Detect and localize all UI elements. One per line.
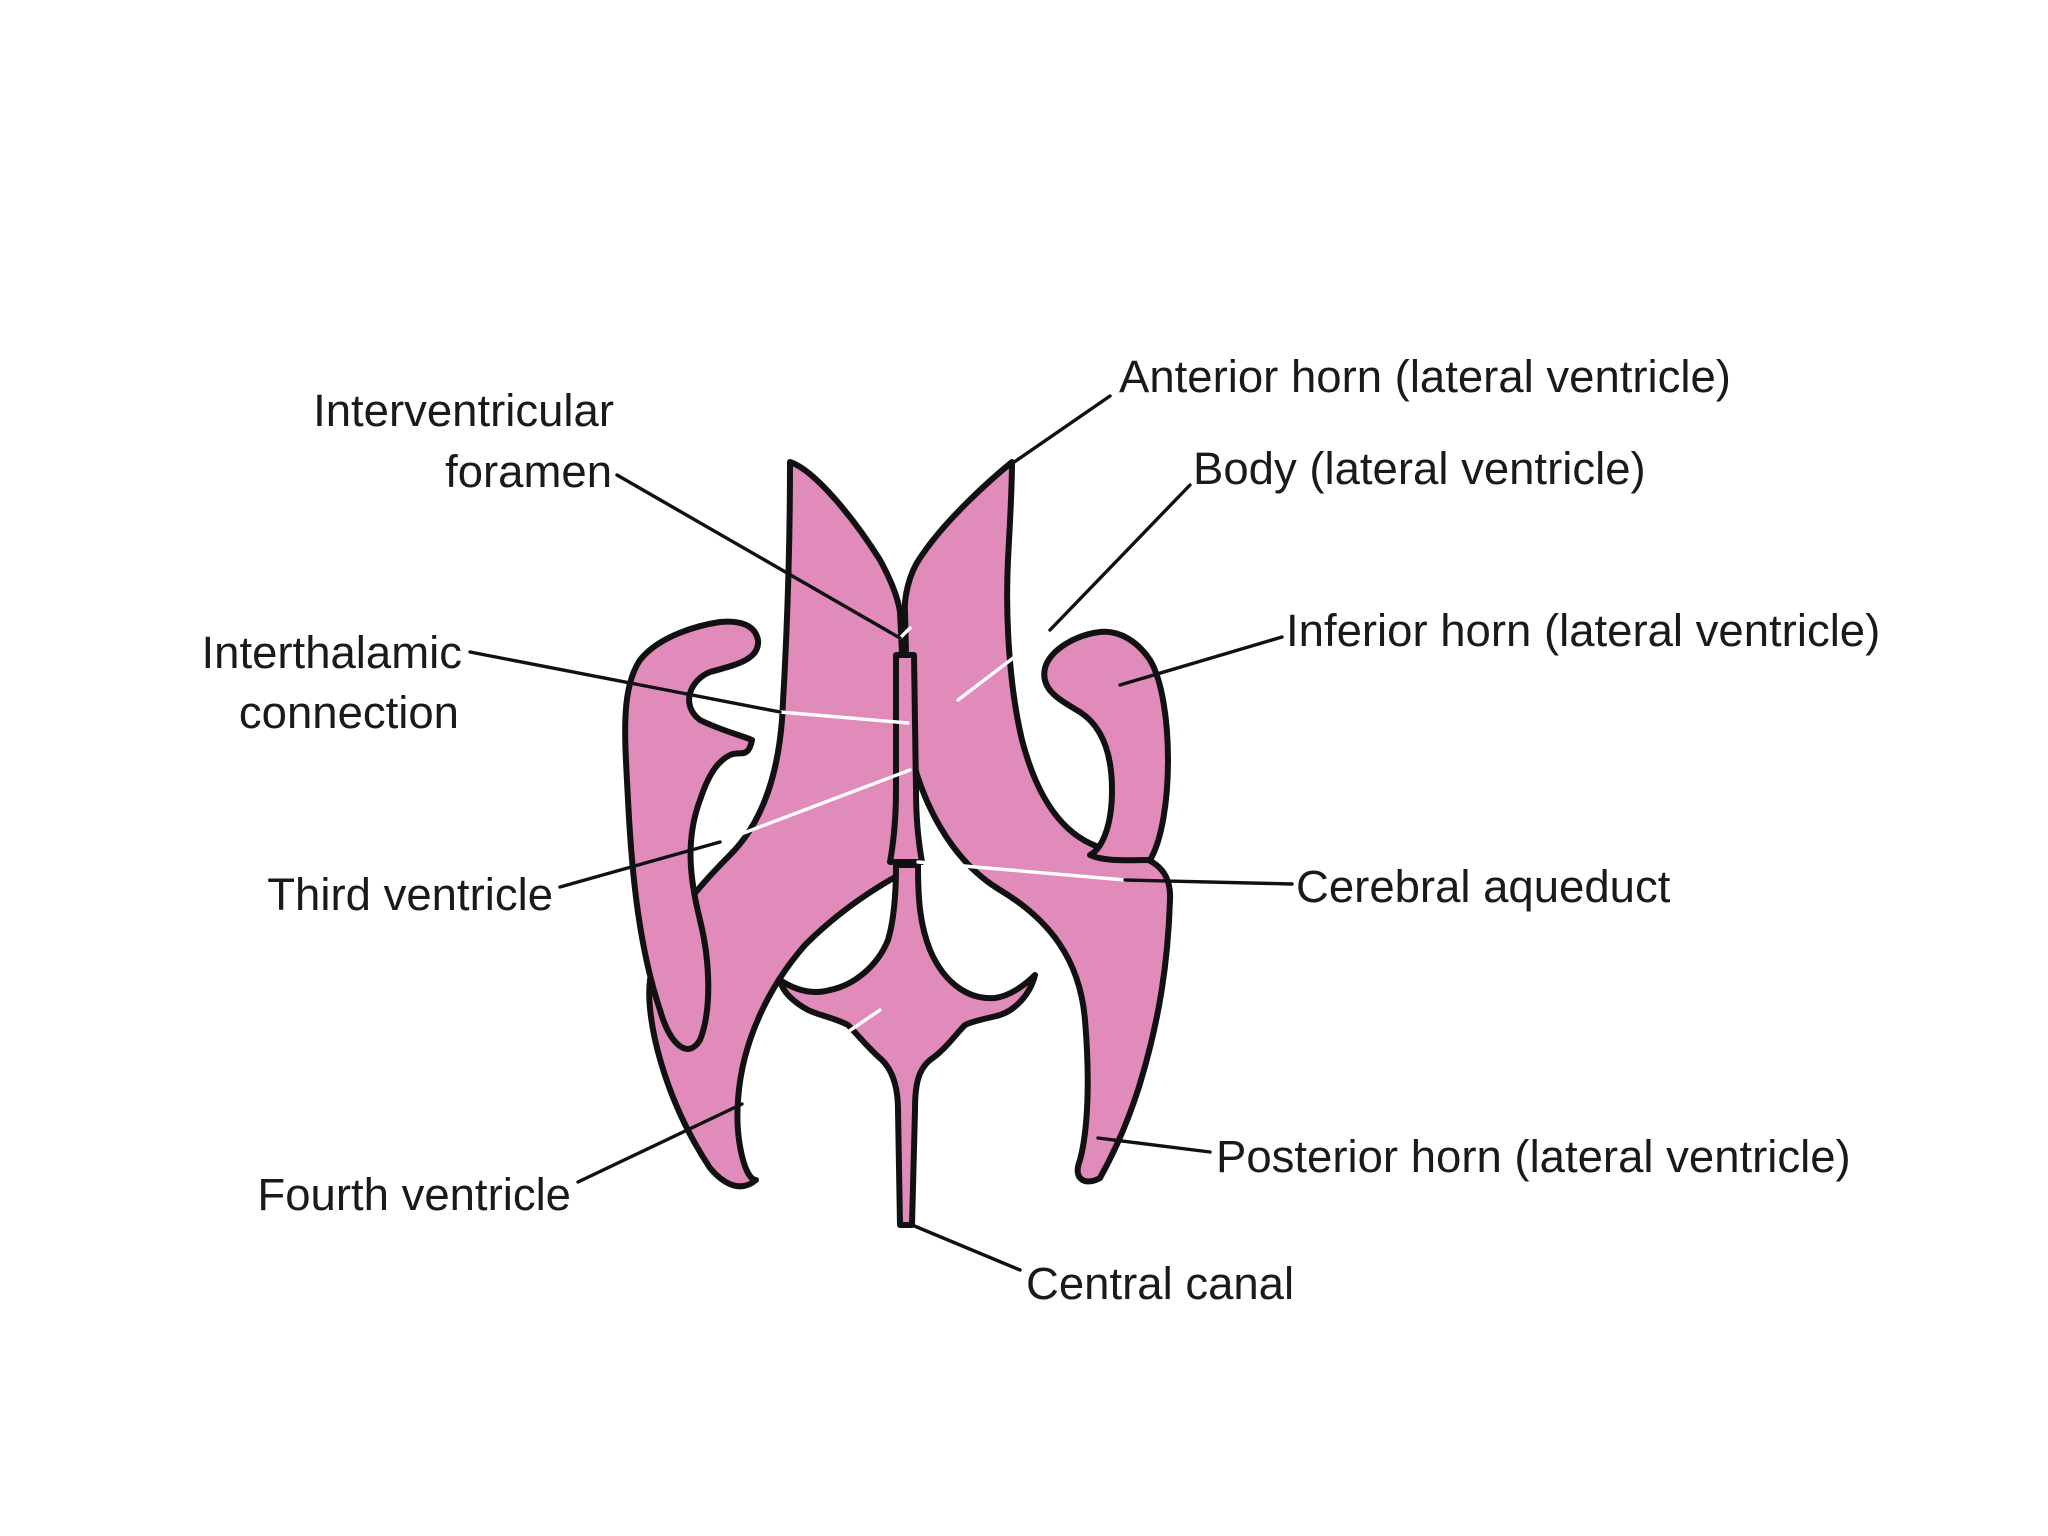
label-fourth-ventricle: Fourth ventricle — [257, 1169, 571, 1220]
fourth-ventricle-shape — [777, 862, 1038, 1228]
aqueduct-inner-leader — [916, 860, 1127, 882]
label-inferior-horn: Inferior horn (lateral ventricle) — [1286, 605, 1880, 656]
label-interthalamic-connection-line1: Interthalamic — [202, 627, 462, 678]
label-central-canal: Central canal — [1026, 1258, 1294, 1309]
label-cerebral-aqueduct: Cerebral aqueduct — [1296, 861, 1671, 912]
label-interventricular-foramen-line2: foramen — [445, 446, 612, 497]
label-interventricular-foramen-line1: Interventricular — [313, 385, 614, 436]
labels: Interventricular foramen Interthalamic c… — [202, 351, 1881, 1309]
inner-leader-lines — [718, 626, 1127, 1106]
interthalamic-leader — [468, 650, 782, 714]
interthalamic-inner-leader — [778, 710, 910, 725]
foramen-inner-leader — [898, 626, 912, 640]
body-inner-leader — [956, 628, 1052, 702]
body-leader — [1048, 483, 1192, 632]
fourth-ventricle-inner-leader — [740, 1008, 882, 1106]
label-body: Body (lateral ventricle) — [1193, 443, 1646, 494]
label-interthalamic-connection-line2: connection — [239, 687, 459, 738]
aqueduct-leader — [1123, 878, 1294, 886]
third-ventricle-inner-leader — [718, 768, 912, 844]
leader-lines — [468, 394, 1294, 1272]
fourth-ventricle-leader — [576, 1102, 744, 1184]
label-third-ventricle: Third ventricle — [267, 869, 553, 920]
third-ventricle-shape — [887, 652, 925, 865]
ventricle-shapes — [622, 459, 1174, 1228]
third-ventricle-leader — [558, 840, 722, 889]
right-inferior-horn — [1041, 628, 1171, 864]
inferior-horn-leader — [1118, 635, 1284, 687]
posterior-horn-leader — [1096, 1136, 1212, 1154]
label-anterior-horn: Anterior horn (lateral ventricle) — [1119, 351, 1731, 402]
central-canal-leader — [910, 1223, 1022, 1272]
left-lateral-ventricle — [646, 459, 911, 1190]
label-posterior-horn: Posterior horn (lateral ventricle) — [1216, 1131, 1851, 1182]
left-inferior-horn — [622, 618, 762, 1052]
anterior-horn-leader — [1008, 394, 1112, 467]
foramen-leader — [615, 473, 902, 640]
